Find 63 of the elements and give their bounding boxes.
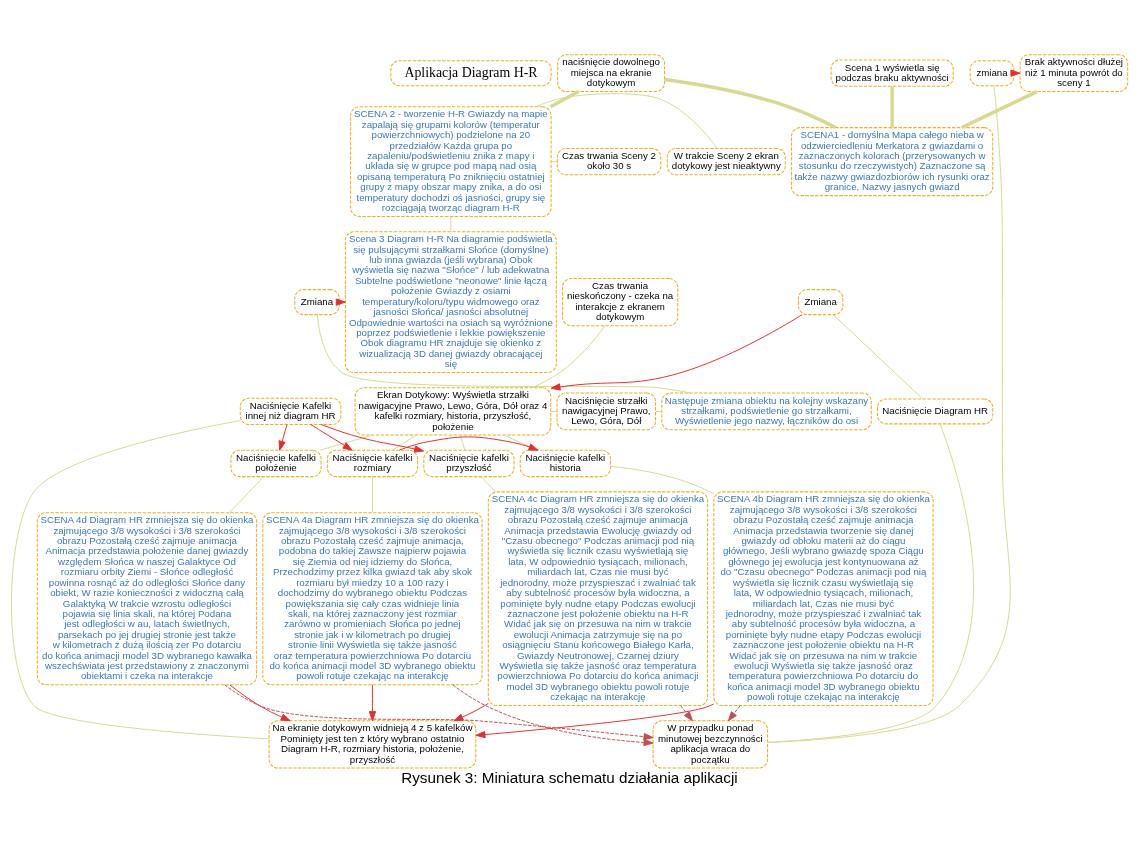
node-box: Brak aktywności dłużej niż 1 minuta powrót do sceny 1: [1019, 54, 1129, 93]
connector: [392, 434, 417, 451]
caption: Rysunek 3: Miniatura schematu działania aplikacji: [401, 769, 738, 787]
node-box: SCENA 4c Diagram HR zmniejsza się do okienka zajmującego 3/8 wysokości i 3/8 szerokości obrazu Pozostałą cześć zajmuje animacja Animacja przedstawia Ewolucję gwiazdy od "Czasu obecnego" Podczas animacji pod nią wyświetla się licznik czasu wyświetlają się lata, W odpowiednio tysiącach, milionach, miliardach lat, Czas nie musi być jednorodny, może przyspieszać i zwalniać tak aby subtelność procesów była widoczna, a pominięte były nudne etapy Podczas ewolucji zaznaczone jest położenie obiektu na H-R Widać jak się on przesuwa na nim w trakcie ewolucji Animacja zatrzymuje się na po osiągnięciu Stanu końcowego Białego Karła, Gwiazdy Neutronowej, Czarnej dziury Wyświetla się także jasność oraz temperatura powierzchniowa Po dotarciu do końca animacji model 3D wybranego obiektu powoli rotuje czekając na interakcję: [487, 491, 709, 707]
connector: [503, 434, 538, 451]
node-box: Aplikacja Diagram H-R: [390, 60, 552, 87]
arrow: [475, 703, 715, 739]
connector: [832, 314, 924, 400]
node-box: SCENA 2 - tworzenie H-R Gwiazdy na mapie zapalają się grupami kolorów (temperatur powierzchniowych) podzielone na 20 przedziałów Każda grupa po zapaleniu/podświetleniu znika z mapy i układa się w grupce pod mapą nad osią opisaną temperaturą Po zniknięciu ostatniej grupy z mapy obszar mapy znika, a do osi temperatury dochodzi oś jasności, grupy się rozciągają tworząc diagram H-R: [350, 106, 552, 217]
arrow: [224, 684, 654, 741]
node-box: Naciśnięcie kafelki położenie: [230, 449, 322, 478]
node-box: Na ekranie dotykowym widnieją 4 z 5 kafelków Pominięty jest ten z który wybrano ostatnio Diagram H-R, rozmiary historia, położenie, przyszłość: [268, 720, 477, 769]
connector: [450, 216, 452, 233]
connector: [550, 410, 558, 412]
connector: [480, 476, 496, 493]
node-box: naciśnięcie dowolnego miejsca na ekranie dotykowym: [557, 54, 666, 93]
node-box: Naciśnięcie Kafelki innej niż diagram HR: [239, 397, 342, 426]
connector: [890, 86, 894, 128]
arrow: [310, 424, 353, 451]
node-box: SCENA 4d Diagram HR zmniejsza się do okienka zajmującego 3/8 wysokości i 3/8 szerokości obrazu Pozostałą cześć zajmuje animacja Animacja przedstawia położenie danej gwiazdy względem Słońca w naszej Galaktyce Od rozmiaru orbity Ziemi - Słońce odległość powinna rosnąć aż do odległości Słońce dany obiekt, W razie konieczności z widoczną całą Galaktyką W trakcie wzrostu odległości pojawia się linia skali, na której Podana jest odległości w au, latach świetlnych, parsekach po jej drugiej stronie jest także w kilometrach z dużą ilością zer Po dotarciu do końca animacji model 3D wybranego kawałka wszechświata jest przedstawiony z znaczonymi obiektami i czeka na interakcje: [36, 512, 258, 686]
arrow: [398, 436, 539, 451]
connector: [316, 314, 692, 394]
connector: [371, 476, 373, 513]
arrow: [727, 705, 741, 722]
arrow: [680, 705, 693, 722]
connector: [531, 325, 606, 389]
connector: [319, 434, 374, 451]
node-box: Zmiana: [797, 289, 844, 316]
connector: [664, 77, 837, 130]
node-box: Następuje zmiana obiektu na kolejny wskazany strzałkami, podświetlenie go strzałkami, Wyświetlenie jego nazwy, łączników do osi: [661, 392, 872, 431]
node-box: Naciśnięcie kafelki historia: [519, 449, 611, 478]
arrow: [453, 702, 489, 722]
connector: [550, 161, 558, 163]
node-box: SCENA 4b Diagram HR zmniejsza się do okienka zajmującego 3/8 wysokości i 3/8 szerokości obrazu Pozostałą cześć zajmuje animacja Animacja przedstawia tworzenie się danej gwiazdy od obłoku materii aż do ciągu głównego, Jeśli wybrano gwiazdę spoza Ciągu głównego jej ewolucja jest kontynuowana aż do "Czasu obecnego" Podczas animacji pod nią wyświetla się licznik czasu wyświetlają się lata, W odpowiednio tysiącach, milionach, miliardach lat, Czas nie musi być jednorodny, może przyspieszać i zwalniać tak aby subtelność procesów była widoczna, a pominięte były nudne etapy Podczas ewolucji zaznaczone jest położenie obiektu na H-R Widać jak się on przesuwa na nim w trakcie ewolucji Wyświetla się także jasność oraz temperatura powierzchniowa Po dotarciu do końca animacji model 3D wybranego obiektu powoli rotuje czekając na interakcję: [713, 491, 934, 707]
arrow: [452, 684, 654, 747]
connector: [961, 90, 1038, 130]
connector: [767, 85, 1011, 743]
connector: [549, 90, 580, 109]
node-box: Scena 3 Diagram H-R Na diagramie podświetla się pulsującymi strzałkami Słońce (domyślne) lub inna gwiazda (jeśli wybrana) Obok wyświetla się nazwa "Słońce" / lub adekwatna Subtelne podświetlone "neonowe" linie łączą położenie Gwiazdy z osiami temperatury/koloru/typu widmowego oraz jasności Słońca/ jasności absolutnej Odpowiednie wartości na osiach są wyróżnione poprzez podświetlenie i lekkie powiększenie Obok diagramu HR znajduje się okienko z wizualizacją 3D danej gwiazdy obracającej się: [344, 231, 557, 374]
node-box: SCENA 4a Diagram HR zmniejsza się do okienka zajmującego 3/8 wysokości i 3/8 szerokości obrazu Pozostałą cześć zajmuje animacja, podobna do takiej Zawsze najpierw pojawia się Ziemia od niej idziemy do Słońca, Przechodzimy przez kilka gwiazd tak aby skok rozmiaru był miedzy 10 a 100 razy i dochodzimy do wybranego obiektu Podczas powiększania się cały czas widnieje linia skali, na której zaznaczony jest rozmiar zarówno w promieniach Słońca po jednej stronie jak i w kilometrach po drugiej stronie linii Wyświetla się także jasność oraz temperatura powierzchniowa Po dotarciu do końca animacji model 3D wybranego obiektu powoli rotuje czekając na interakcję: [262, 512, 483, 686]
arrow: [320, 424, 425, 453]
node-box: Czas trwania nieskończony - czeka na interakcje z ekranem dotykowym: [562, 278, 679, 327]
node-box: Ekran Dotykowy: Wyświetla strzałki nawigacyjne Prawo, Lewo, Góra, Dół oraz 4 kafelki rozmiary, historia, przyszłość, położenie: [354, 387, 552, 436]
connector: [767, 423, 974, 743]
node-box: W przypadku ponad minutowej bezczynności aplikacja wraca do początku: [652, 720, 769, 769]
connector: [10, 420, 270, 740]
node-box: Czas trwania Sceny 2 około 30 s: [556, 147, 662, 176]
connector: [610, 465, 715, 495]
connector: [459, 434, 466, 451]
node-box: Naciśnięcie kafelki rozmiary: [326, 449, 419, 478]
node-box: Scena 1 wyświetla się podczas braku aktywności: [830, 59, 954, 87]
connector: [535, 93, 718, 149]
arrow: [278, 424, 288, 451]
arrow: [229, 684, 291, 722]
connector: [655, 410, 663, 412]
arrow: [368, 684, 377, 722]
node-box: Naciśnięcie kafelki przyszłość: [423, 449, 515, 478]
arrow: [550, 314, 803, 391]
node-box: W trakcie Sceny 2 ekran dotykowy jest nieaktywny: [666, 147, 786, 176]
node-box: SCENA1 - domyślna Mapa całego nieba w odzwierciedleniu Merkatora z gwiazdami o zaznaczonych kolorach (przerysowanych w stosunku do rzeczywistych) Zaznaczone są także nazwy gwiazdozbiorów ich rysunki oraz granice, Nazwy jasnych gwiazd: [791, 127, 994, 197]
node-box: Naciśnięcie strzałki nawigacyjnej Prawo, Lewo, Góra, Dół: [556, 392, 657, 431]
node-box: Naciśnięcie Diagram HR: [877, 398, 994, 425]
connector: [228, 476, 265, 513]
